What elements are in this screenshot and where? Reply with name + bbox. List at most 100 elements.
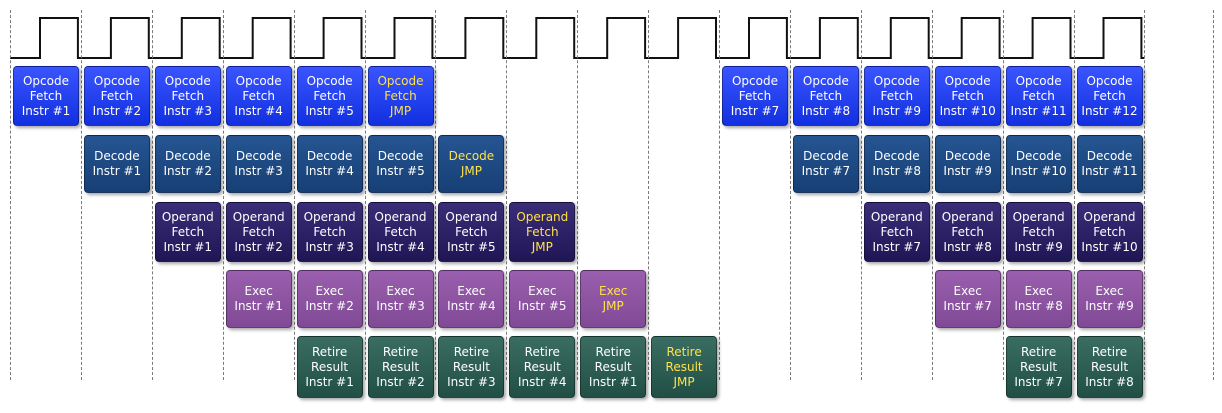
clock-cycle-divider [577,10,579,380]
box-label-line: Fetch [313,88,346,103]
box-label-line: Instr #8 [1085,374,1134,389]
clock-cycle-divider [648,10,650,380]
box-label-line: Retire [1020,344,1057,359]
clock-cycle-divider [151,10,153,380]
box-label-line: Fetch [455,224,488,239]
box-label-line: Instr #5 [447,239,496,254]
box-label-line: Decode [1015,149,1062,163]
clock-cycle-divider [789,10,791,380]
box-label-line: Decode [165,149,211,163]
clock-cycle-divider [719,10,720,380]
box-label-line: Instr #10 [939,103,996,118]
box-label-line: Fetch [880,88,914,103]
box-label-line: Instr #9 [872,103,922,118]
box-label-line: Instr #5 [305,103,354,118]
box-label-line: Opcode [944,73,991,88]
box-label-line: Instr #12 [1081,103,1138,118]
box-label-line: Instr #5 [518,299,567,313]
box-label-line: Instr #2 [376,374,425,389]
box-label-line: Retire [453,344,490,359]
box-label-line: Exec [244,284,273,298]
box-label-line: Instr #1 [588,374,638,389]
box-label-line: Instr #8 [872,164,922,178]
box-label-line: Instr #8 [801,103,851,118]
clock-cycle-divider [293,10,295,380]
box-label-line: Retire [524,344,560,359]
box-label-line: Fetch [1022,88,1055,103]
box-label-line: Instr #4 [234,103,283,118]
clock-cycle-divider [80,10,82,380]
box-label-line: JMP [673,374,695,389]
box-label-line: Exec [528,284,557,298]
clock-cycle-divider [506,10,508,380]
box-label-line: Opcode [93,73,140,88]
box-label-line: Decode [235,149,282,163]
clock-cycle-divider [364,10,366,380]
box-label-line: Instr #9 [1014,239,1063,254]
box-label-line: Instr #11 [1010,103,1067,118]
box-label-line: Exec [1024,284,1053,298]
box-label-line: Opcode [1015,73,1062,88]
clock-cycle-divider [1002,10,1004,380]
box-label-line: Exec [599,284,628,298]
box-label-line: Instr #1 [163,239,213,254]
box-label-line: Instr #7 [1014,374,1063,389]
box-label-line: Result [1090,359,1129,374]
box-label-line: Fetch [100,88,134,103]
clock-cycle-divider [1213,10,1214,380]
box-label-line: Instr #7 [872,239,922,254]
box-label-line: Result [523,359,561,374]
box-label-line: Result [311,359,349,374]
box-label-line: Result [381,359,420,374]
clock-waveform [10,17,1145,59]
box-label-line: Operand [232,209,285,224]
box-label-line: Instr #3 [163,103,213,118]
box-label-line: Fetch [29,88,63,103]
box-label-line: Opcode [731,73,778,88]
box-label-line: JMP [389,103,412,118]
box-label-line: Fetch [1093,88,1126,103]
box-label-line: Fetch [384,224,417,239]
box-label-line: Opcode [164,73,211,88]
box-label-line: Instr #3 [447,374,496,389]
box-label-line: Retire [666,344,702,359]
box-label-line: Instr #3 [305,239,354,254]
box-label-line: Instr #8 [943,239,992,254]
box-label-line: Retire [311,344,348,359]
box-label-line: Fetch [171,88,205,103]
box-label-line: Instr #9 [943,164,992,178]
box-label-line: Opcode [873,73,920,88]
box-label-line: Operand [870,209,923,224]
clock-cycle-divider [860,10,862,380]
box-label-line: Decode [448,149,495,163]
box-label-line: Instr #8 [1014,299,1063,313]
box-label-line: Retire [595,344,631,359]
clock-cycle-divider [931,10,933,380]
box-label-line: Fetch [242,88,275,103]
box-label-line: Fetch [384,88,417,103]
